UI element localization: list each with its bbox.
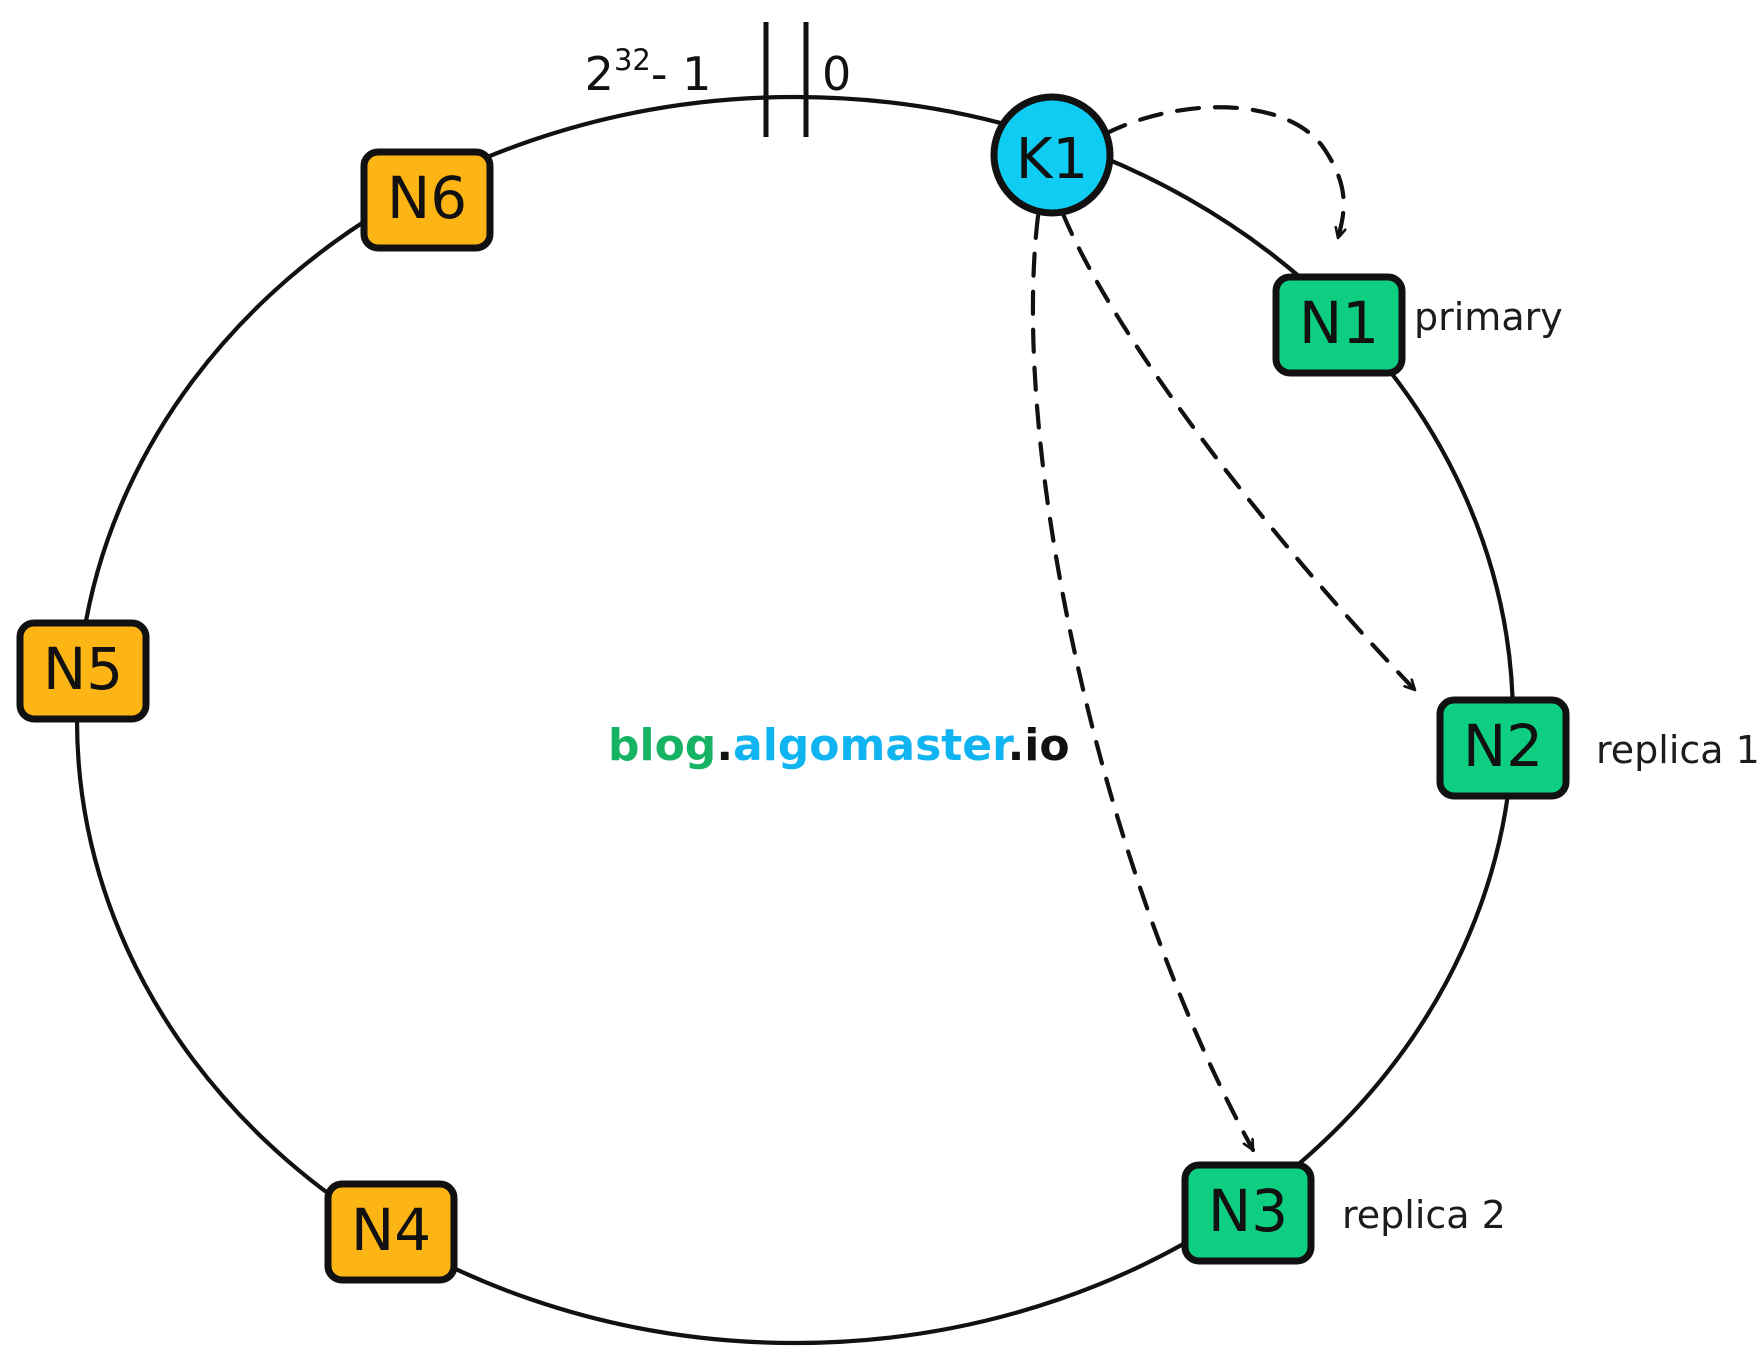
edge-k1-to-n3 bbox=[1030, 213, 1256, 1153]
watermark-algomaster: algomaster bbox=[733, 720, 1014, 771]
node-box-n3[interactable] bbox=[1181, 1161, 1315, 1265]
ring-node-n1[interactable]: N1 bbox=[1272, 273, 1406, 377]
ring-node-n3[interactable]: N3 bbox=[1181, 1161, 1315, 1265]
node-box-n6[interactable] bbox=[360, 148, 494, 252]
node-label-n4: N4 bbox=[351, 1196, 431, 1264]
ring-label-max-base: 2 bbox=[585, 47, 614, 101]
watermark-blog: blog bbox=[608, 720, 716, 771]
ring-node-n2[interactable]: N2 bbox=[1436, 696, 1570, 800]
watermark-io: .io bbox=[1008, 720, 1070, 771]
node-label-n3: N3 bbox=[1208, 1177, 1288, 1245]
watermark-dot-1: . bbox=[716, 720, 733, 771]
node-box-n5[interactable] bbox=[16, 619, 150, 723]
edge-k1-to-n2 bbox=[1060, 211, 1418, 693]
key-node-k1[interactable]: K1 bbox=[990, 93, 1114, 217]
node-label-n6: N6 bbox=[387, 164, 467, 232]
key-circle-k1[interactable] bbox=[990, 93, 1114, 217]
ring-node-n5[interactable]: N5 bbox=[16, 619, 150, 723]
ring-label-max-suffix: - 1 bbox=[651, 47, 712, 101]
node-box-n2[interactable] bbox=[1436, 696, 1570, 800]
watermark: blog.algomaster.io bbox=[608, 720, 1070, 771]
ring-label-max: 232- 1 bbox=[585, 43, 712, 101]
ring-label-zero: 0 bbox=[822, 47, 851, 101]
node-box-n4[interactable] bbox=[324, 1180, 458, 1284]
annotation-replica-2: replica 2 bbox=[1342, 1193, 1506, 1237]
ring-node-n6[interactable]: N6 bbox=[360, 148, 494, 252]
node-label-n1: N1 bbox=[1299, 289, 1379, 357]
annotation-primary: primary bbox=[1414, 295, 1563, 339]
edge-k1-to-n1 bbox=[1102, 105, 1344, 241]
node-label-n2: N2 bbox=[1463, 712, 1543, 780]
node-label-n5: N5 bbox=[43, 635, 123, 703]
ring-label-max-exponent: 32 bbox=[614, 43, 651, 77]
ring-node-n4[interactable]: N4 bbox=[324, 1180, 458, 1284]
annotation-replica-1: replica 1 bbox=[1596, 728, 1760, 772]
node-box-n1[interactable] bbox=[1272, 273, 1406, 377]
key-label-k1: K1 bbox=[1016, 127, 1088, 192]
